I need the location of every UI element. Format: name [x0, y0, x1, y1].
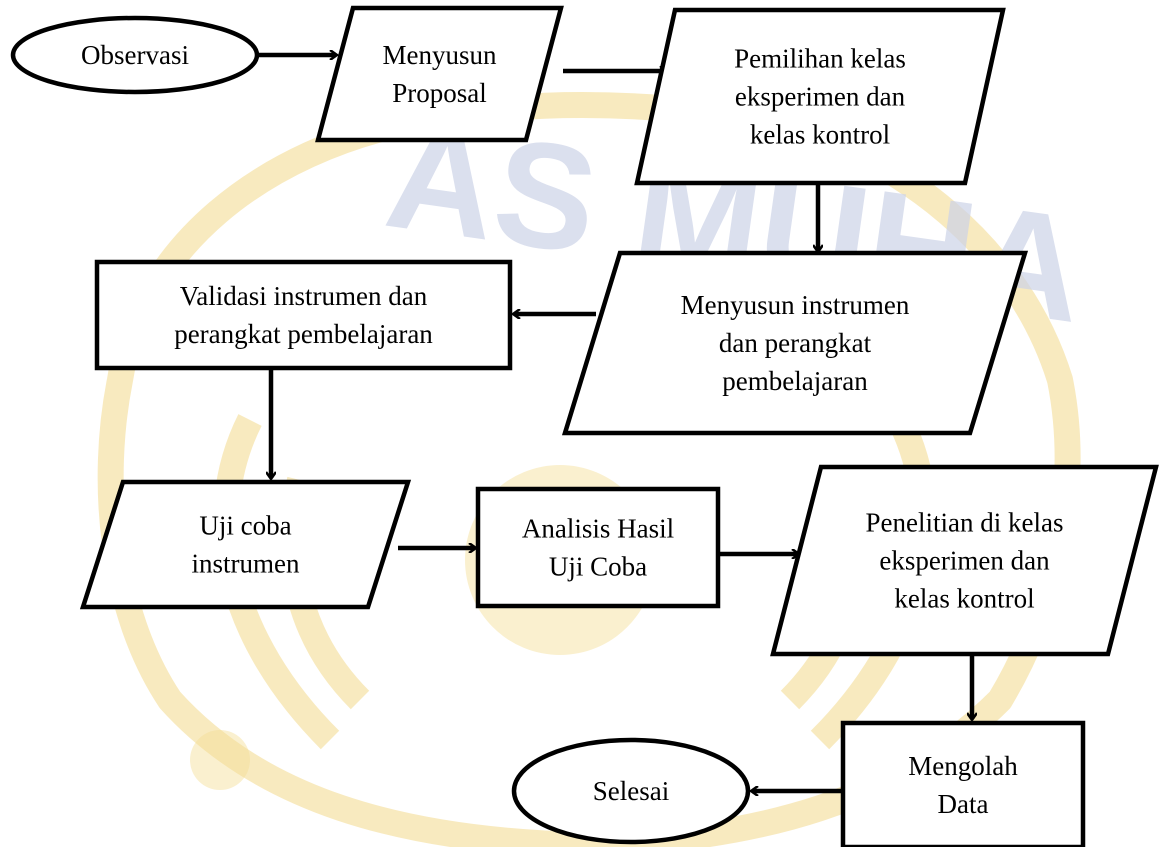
terminator-shape [511, 737, 751, 845]
node-uji-coba-instrumen: Uji coba instrumen [79, 479, 412, 610]
node-label-line: instrumen [192, 549, 300, 579]
node-label-line: Menyusun [383, 40, 497, 70]
watermark-left-circle [190, 730, 250, 790]
node-label-line: Menyusun instrumen [681, 290, 910, 320]
node-label-line: Data [938, 789, 989, 819]
node-label-line: pembelajaran [722, 366, 868, 396]
node-label-line: eksperimen dan [879, 546, 1050, 576]
node-label-line: Uji Coba [549, 552, 647, 582]
node-label-line: Pemilihan kelas [734, 44, 906, 74]
node-label-line: Proposal [392, 78, 487, 108]
io-parallelogram-shape [561, 250, 1029, 436]
io-parallelogram-shape [79, 479, 412, 610]
node-label-line: kelas kontrol [894, 584, 1034, 614]
process-rectangle-shape [94, 259, 513, 371]
io-parallelogram-shape [634, 7, 1006, 186]
node-label-line: Penelitian di kelas [866, 508, 1064, 538]
terminator-shape [10, 15, 260, 95]
node-label-line: Observasi [81, 40, 189, 70]
node-selesai: Selesai [511, 737, 751, 845]
node-label-line: perangkat pembelajaran [174, 319, 433, 349]
node-menyusun-instrumen: Menyusun instrumen dan perangkat pembelaja… [561, 250, 1029, 436]
node-label-line: Analisis Hasil [522, 514, 674, 544]
node-label-line: Uji coba [199, 511, 291, 541]
node-label-line: Selesai [593, 776, 669, 806]
node-validasi-instrumen: Validasi instrumen dan perangkat pembelaj… [94, 259, 513, 371]
process-rectangle-shape [475, 486, 721, 609]
io-parallelogram-shape [770, 464, 1159, 657]
node-label-line: kelas kontrol [750, 120, 890, 150]
process-rectangle-shape [840, 720, 1086, 847]
node-label-line: Validasi instrumen dan [180, 281, 428, 311]
node-label-line: dan perangkat [719, 328, 872, 358]
node-penelitian-kelas: Penelitian di kelas eksperimen dan kelas k… [770, 464, 1159, 657]
io-parallelogram-shape [315, 5, 564, 143]
node-observasi: Observasi [10, 15, 260, 95]
flowchart-edges [258, 55, 972, 791]
node-label-line: eksperimen dan [735, 82, 906, 112]
node-pemilihan-kelas: Pemilihan kelas eksperimen dan kelas kontr… [634, 7, 1006, 186]
node-label-line: Mengolah [908, 751, 1018, 781]
